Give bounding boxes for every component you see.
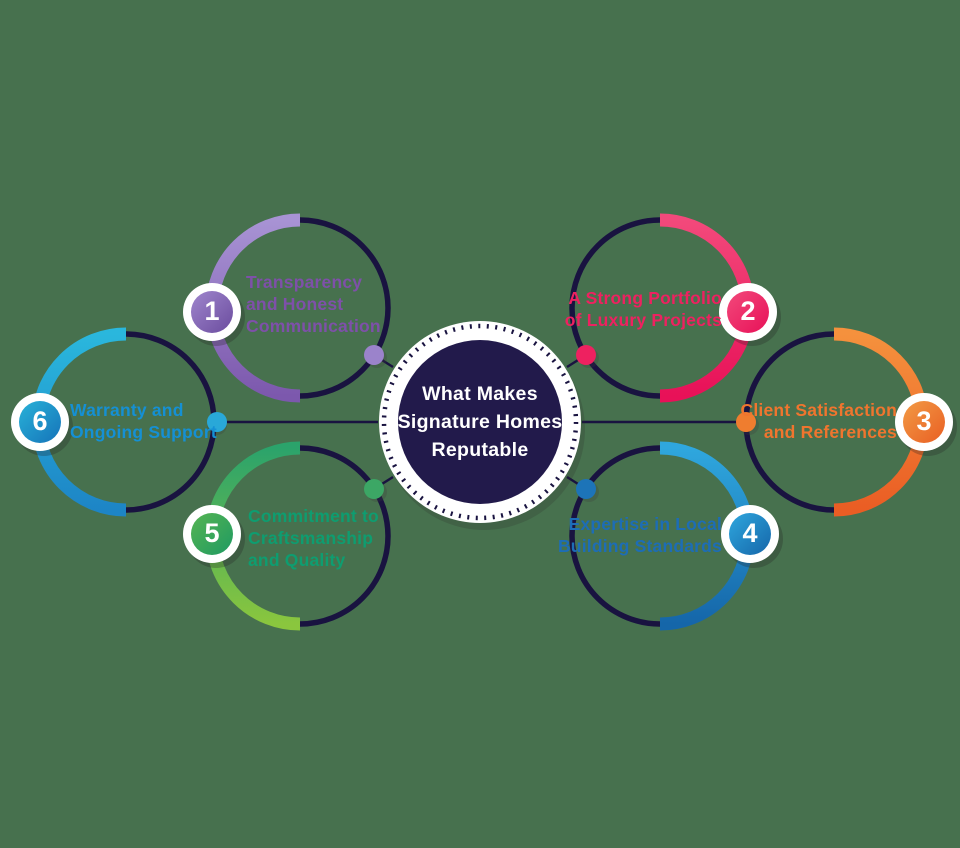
badge-1-disc: 1 (191, 291, 233, 333)
badge-1: 1 (183, 283, 241, 341)
badge-6-number: 6 (32, 405, 48, 436)
center-title: What Makes Signature Homes Reputable (397, 383, 563, 461)
connector-dot-2 (576, 345, 596, 365)
badge-1-number: 1 (204, 295, 220, 326)
badge-6: 6 (11, 393, 69, 451)
badge-5-disc: 5 (191, 513, 233, 555)
connector-dot-4 (576, 479, 596, 499)
connector-dot-5 (364, 479, 384, 499)
badge-3: 3 (895, 393, 953, 451)
badge-2-disc: 2 (727, 291, 769, 333)
badge-3-disc: 3 (903, 401, 945, 443)
item-3-label: Client Satisfaction and References (740, 400, 897, 442)
item-4-label: Expertise in Local Building Standards (557, 514, 722, 556)
item-1-label: Transparency and Honest Communication (246, 272, 381, 336)
badge-4-number: 4 (742, 517, 758, 548)
badge-4: 4 (721, 505, 779, 563)
badge-5: 5 (183, 505, 241, 563)
item-6-label: Warranty and Ongoing Support (70, 400, 217, 442)
badge-2: 2 (719, 283, 777, 341)
item-5-label: Commitment to Craftsmanship and Quality (248, 506, 379, 570)
center-circle-core (398, 340, 562, 504)
connector-dot-3 (736, 412, 756, 432)
connector-dot-1 (364, 345, 384, 365)
connector-dot-6 (207, 412, 227, 432)
badge-3-number: 3 (916, 405, 932, 436)
badge-4-disc: 4 (729, 513, 771, 555)
badge-2-number: 2 (740, 295, 756, 326)
badge-6-disc: 6 (19, 401, 61, 443)
center-circle-dotted-ring (381, 323, 579, 521)
badge-5-number: 5 (204, 517, 220, 548)
item-2-label: A Strong Portfolio of Luxury Projects (564, 288, 722, 330)
